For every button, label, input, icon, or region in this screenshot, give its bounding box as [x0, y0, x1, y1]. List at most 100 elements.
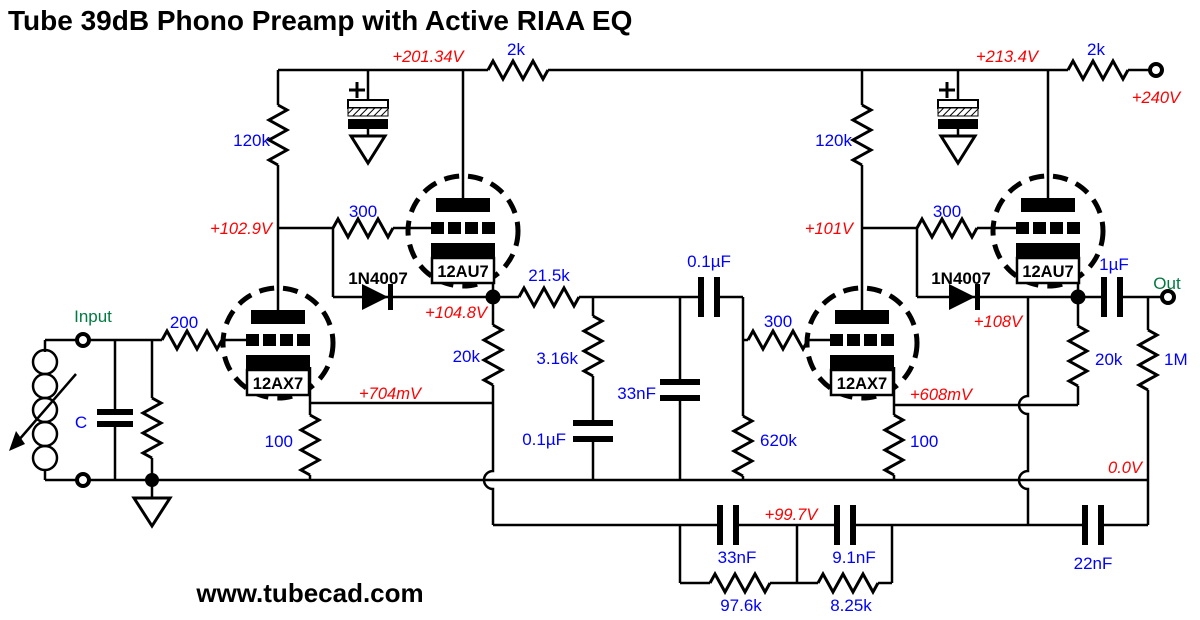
input-terminal	[75, 332, 91, 348]
resistor-stage2-grid-stopper-label: 300	[764, 312, 792, 331]
cap-cartridge-plate	[97, 421, 133, 427]
resistor-plate-load-1	[267, 103, 289, 167]
cap-fb-9n1-label: 9.1nF	[832, 548, 875, 567]
voltage-cf2-cathode: +108V	[974, 313, 1024, 331]
voltage-supply: +240V	[1132, 89, 1182, 107]
tube-12au7-2: 12AU7	[992, 176, 1103, 286]
voltage-ground: 0.0V	[1108, 459, 1144, 477]
resistor-plate-load-1-label: 120k	[233, 131, 270, 150]
voltage-stage1-cathode: +704mV	[359, 385, 423, 403]
cap-fb-22n	[1082, 505, 1104, 545]
tube-12au7-1: 12AU7	[407, 176, 518, 286]
resistor-stage2-grid-leak-label: 620k	[760, 431, 797, 450]
tube-12ax7-2-label: 12AX7	[837, 375, 887, 393]
voltage-bplus-node1: +201.34V	[392, 48, 465, 66]
coil-turn	[31, 420, 59, 448]
tube-12au7-1-label: 12AU7	[437, 263, 488, 281]
tube-12ax7-1: 12AX7	[222, 288, 333, 398]
psu-filter-2	[936, 70, 980, 165]
resistor-input-load	[141, 396, 163, 460]
resistor-riaa-shunt-label: 3.16k	[536, 349, 578, 368]
resistor-plate-load-2-label: 120k	[815, 131, 852, 150]
resistor-rail-dropper-1	[486, 59, 550, 81]
cap-fb-33n-label: 33nF	[718, 548, 757, 567]
input-section: Input C 200	[9, 307, 224, 488]
cap-coupling-output	[1101, 277, 1123, 317]
tube-12ax7-1-label: 12AX7	[253, 375, 303, 393]
cartridge-arrow-shaft	[17, 373, 77, 442]
resistor-cf1-grid-stopper-label: 300	[349, 202, 377, 221]
ground-rail: 0.0V	[89, 459, 1148, 528]
cap-riaa-shunt-small	[573, 420, 613, 442]
resistor-plate-load-2	[851, 103, 873, 167]
voltage-stage2-plate: +101V	[805, 220, 855, 238]
cartridge-arrow-head	[9, 431, 25, 451]
resistor-rail-dropper-2	[1066, 59, 1130, 81]
diode-2-label: 1N4007	[931, 269, 991, 288]
resistor-feedback-1	[482, 323, 504, 387]
cap-fb-33n	[717, 505, 739, 545]
input-return-terminal	[75, 472, 91, 488]
coil-turn	[31, 444, 59, 472]
voltage-stage2-cathode: +608mV	[910, 386, 974, 404]
resistor-riaa-fb-low-label: 97.6k	[720, 596, 762, 615]
resistor-riaa-series-label: 21.5k	[528, 266, 570, 285]
cap-cartridge-plate	[97, 409, 133, 415]
resistor-feedback-2	[1067, 324, 1089, 388]
diode-1-label: 1N4007	[348, 269, 408, 288]
voltage-stage1-plate: +102.9V	[210, 220, 274, 238]
cap-riaa-shunt-small-label: 0.1µF	[522, 430, 566, 449]
resistor-riaa-fb-high-label: 8.25k	[830, 596, 872, 615]
resistor-cathode-2-label: 100	[910, 432, 938, 451]
interstage-network: 21.5k 0.1µF 3.16k 0.1µF 33nF 620k 300	[493, 252, 810, 480]
voltage-cf1-cathode: +104.8V	[425, 304, 489, 322]
cap-fb-9n1	[834, 505, 856, 545]
page-title: Tube 39dB Phono Preamp with Active RIAA …	[8, 5, 632, 36]
resistor-riaa-fb-low	[708, 572, 772, 594]
stage-1: 120k +102.9V 300 1N4007 +104.8V 20k +704…	[210, 70, 504, 525]
voltage-bplus-node2: +213.4V	[976, 48, 1040, 66]
tube-12au7-2-label: 12AU7	[1022, 263, 1073, 281]
coil-turn	[31, 348, 59, 376]
voltage-fb-node: +99.7V	[765, 506, 820, 524]
resistor-cf2-grid-stopper	[915, 217, 979, 239]
cap-riaa-shunt-33n-label: 33nF	[617, 384, 656, 403]
cap-fb-22n-label: 22nF	[1074, 554, 1113, 573]
resistor-cf2-grid-stopper-label: 300	[933, 202, 961, 221]
resistor-rail-dropper-2-label: 2k	[1087, 40, 1105, 59]
resistor-cathode-1	[299, 413, 321, 477]
resistor-rail-dropper-1-label: 2k	[507, 40, 525, 59]
input-label: Input	[74, 307, 112, 326]
output-label: Out	[1153, 274, 1181, 293]
cap-riaa-shunt-33n	[660, 379, 700, 401]
resistor-stage2-grid-leak	[732, 414, 754, 478]
resistor-feedback-2-label: 20k	[1095, 350, 1123, 369]
resistor-riaa-shunt	[582, 314, 604, 378]
resistor-output-load	[1137, 328, 1159, 392]
cap-coupling-interstage-label: 0.1µF	[687, 252, 731, 271]
feedback-drop-wire-2	[1017, 297, 1030, 525]
cap-coupling-output-label: 1µF	[1099, 255, 1129, 274]
resistor-feedback-1-label: 20k	[453, 347, 481, 366]
resistor-output-load-label: 1M	[1164, 350, 1188, 369]
resistor-input-grid-stopper	[160, 329, 224, 351]
resistor-cf1-grid-stopper	[331, 217, 395, 239]
website-credit: www.tubecad.com	[195, 578, 423, 608]
resistor-stage2-grid-stopper	[746, 329, 810, 351]
feedback-drop-wire-1	[482, 403, 495, 525]
stage-2: 120k +101V 300 1N4007 +108V 20k +608mV 1…	[805, 70, 1188, 525]
resistor-riaa-fb-high	[816, 572, 880, 594]
coil-turn	[31, 372, 59, 400]
tube-12ax7-2: 12AX7	[806, 288, 917, 398]
riaa-feedback-network: 33nF +99.7V 9.1nF 22nF 97.6k 8.25k	[493, 505, 1148, 615]
ground-symbol	[132, 496, 172, 528]
resistor-riaa-series	[517, 286, 581, 308]
psu-filter-1	[346, 70, 390, 165]
supply-terminal	[1148, 62, 1164, 78]
cap-cartridge-label: C	[75, 413, 87, 432]
top-rail: 2k 2k +201.34V +213.4V +240V	[278, 40, 1182, 107]
cap-coupling-interstage	[698, 277, 720, 317]
resistor-input-grid-stopper-label: 200	[170, 313, 198, 332]
